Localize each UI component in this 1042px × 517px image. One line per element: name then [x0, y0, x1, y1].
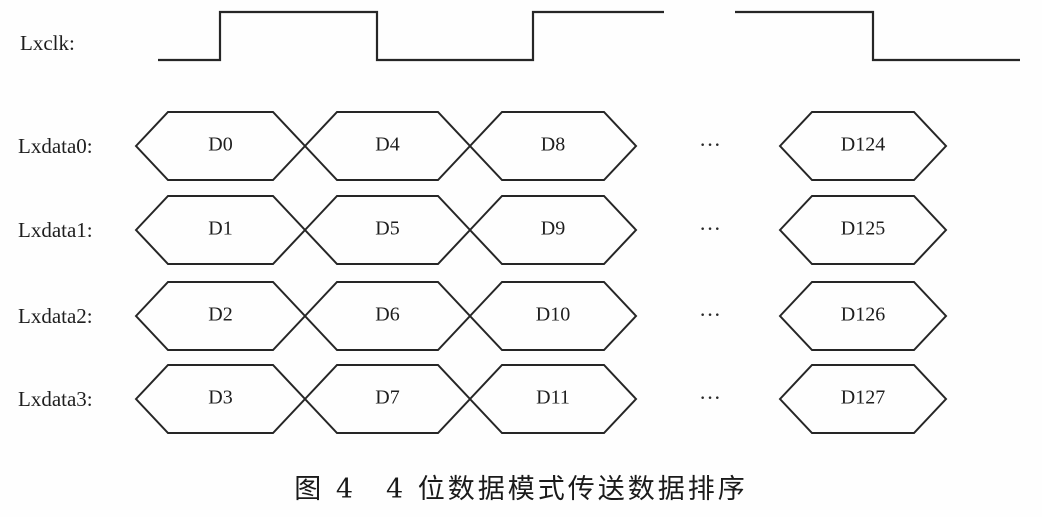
data-word: D2	[208, 304, 232, 326]
data-word: D9	[541, 218, 565, 240]
ellipsis: ···	[699, 216, 721, 241]
ellipsis: ···	[699, 302, 721, 327]
clock-label: Lxclk:	[20, 31, 75, 55]
data-cell	[468, 195, 638, 265]
data-lanes: Lxdata0: D0 D4 D8 D124 ··· Lxdata1: D1 D5 D9 D125 ·…	[18, 111, 948, 434]
data-cell	[468, 364, 638, 434]
data-word: D8	[541, 134, 565, 156]
data-word: D1	[208, 218, 232, 240]
data-word: D4	[375, 134, 399, 156]
figure-caption: 图 4 4 位数据模式传送数据排序	[294, 474, 748, 505]
data-word: D124	[841, 134, 885, 156]
lane-0: Lxdata0: D0 D4 D8 D124 ···	[18, 111, 948, 181]
data-word: D125	[841, 218, 885, 240]
data-word: D126	[841, 304, 885, 326]
lane-label: Lxdata1:	[18, 218, 93, 242]
clock-waveform-tail	[735, 10, 1020, 62]
data-cell	[778, 281, 948, 351]
data-word: D5	[375, 218, 399, 240]
data-cell	[778, 364, 948, 434]
data-word: D11	[536, 387, 570, 409]
ellipsis: ···	[699, 132, 721, 157]
clock-waveform	[158, 10, 664, 62]
ellipsis: ···	[699, 385, 721, 410]
data-cell	[778, 195, 948, 265]
data-word: D6	[375, 304, 399, 326]
data-cell	[468, 111, 638, 181]
data-word: D127	[841, 387, 885, 409]
lane-label: Lxdata0:	[18, 134, 93, 158]
data-cell	[468, 281, 638, 351]
lane-3: Lxdata3: D3 D7 D11 D127 ···	[18, 364, 948, 434]
data-cell	[778, 111, 948, 181]
data-word: D10	[536, 304, 570, 326]
lane-1: Lxdata1: D1 D5 D9 D125 ···	[18, 195, 948, 265]
lane-2: Lxdata2: D2 D6 D10 D126 ···	[18, 281, 948, 351]
data-word: D7	[375, 387, 399, 409]
lane-label: Lxdata2:	[18, 304, 93, 328]
data-word: D0	[208, 134, 232, 156]
data-word: D3	[208, 387, 232, 409]
lane-label: Lxdata3:	[18, 387, 93, 411]
